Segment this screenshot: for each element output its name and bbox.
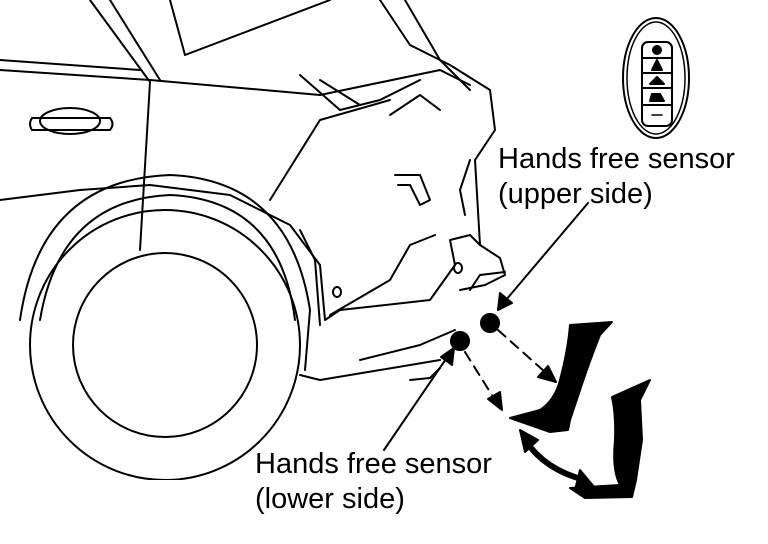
leader-arrows [383,202,589,451]
car-body-outline [0,0,506,381]
intelligent-key-fob-icon [622,17,690,139]
wheel [29,209,301,481]
lower-sensor-label: Hands free sensor (lower side) [255,447,492,517]
sensor-lower [450,331,470,351]
detection-arrowheads [487,365,557,411]
lower-sensor-label-line1: Hands free sensor [255,448,492,480]
detection-arrows [464,329,546,401]
lower-sensor-label-line2: (lower side) [255,483,405,515]
upper-sensor-label-line1: Hands free sensor [498,143,735,175]
upper-sensor-label-line2: (upper side) [498,178,653,210]
leg-kick-icon [509,321,651,499]
upper-sensor-label: Hands free sensor (upper side) [498,142,735,212]
sensor-upper [480,313,500,333]
